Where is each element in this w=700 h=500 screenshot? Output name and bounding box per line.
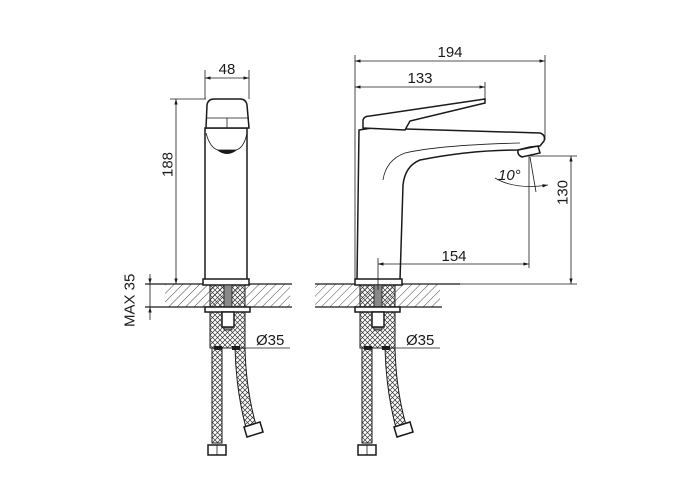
mounting-shank-front [204,284,251,350]
total-length-label: 194 [437,44,462,61]
dimension-hole-side: Ø35 [395,332,440,349]
dimension-width: 48 [204,61,250,99]
width-dim-label: 48 [219,61,236,78]
lever-length-label: 133 [407,70,432,87]
hole-diameter-label-front: Ø35 [256,332,284,349]
side-view: 194 133 154 130 10° Ø35 [315,44,577,456]
dimension-spout-reach: 154 [377,156,530,290]
handle-front [205,98,250,129]
height-dim-label: 188 [159,152,176,177]
dimension-total-length: 194 [354,44,546,280]
aerator [517,145,541,158]
supply-hoses-front [207,347,264,456]
supply-hoses-side [357,347,414,456]
faucet-body-front [202,98,250,286]
dimension-spout-height: 130 [440,155,577,285]
faucet-body-side [354,98,546,286]
mounting-shank-side [354,284,401,350]
dimension-height: 188 [159,98,206,284]
dimension-spout-angle: 10° [494,156,549,193]
spout-reach-label: 154 [441,248,466,265]
spout-height-label: 130 [554,180,571,205]
front-view: 48 188 MAX 35 Ø35 [121,61,292,456]
hole-diameter-label-side: Ø35 [406,332,434,349]
spout-angle-label: 10° [498,167,521,184]
lever-handle-side [362,98,486,131]
dimension-hole-front: Ø35 [245,332,290,349]
dimension-max-thickness: MAX 35 [121,274,152,327]
max-thickness-label: MAX 35 [121,274,138,327]
dimension-lever-length: 133 [355,70,486,100]
